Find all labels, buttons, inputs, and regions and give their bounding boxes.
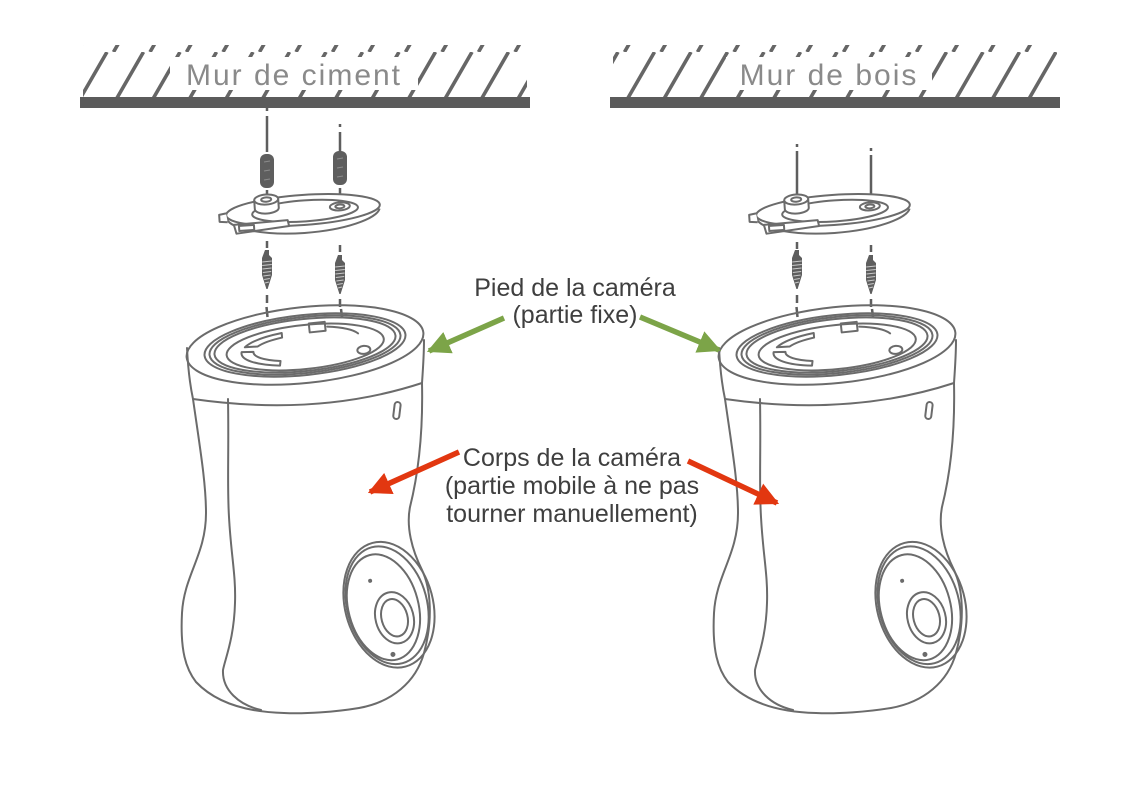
body-annotation-line2: (partie mobile à ne pas	[445, 472, 699, 500]
wall-anchor-plug	[259, 153, 275, 189]
camera-illustration-right	[712, 293, 982, 715]
mounting-screw	[865, 254, 877, 295]
cement-wall-bar	[80, 97, 530, 108]
body-annotation-line3: tourner manuellement)	[446, 500, 698, 528]
wood-wall-label-box	[726, 57, 932, 90]
base-annotation-line1: Pied de la caméra	[474, 274, 676, 302]
mounting-screw	[791, 249, 803, 290]
body-annotation-line1: Corps de la caméra	[463, 444, 681, 472]
cement-wall-label: Mur de ciment	[186, 59, 402, 92]
cement-wall-panel: Mur de ciment	[80, 45, 530, 715]
body-arrow-left	[367, 449, 461, 495]
annotation-camera-base: Pied de la caméra (partie fixe)	[426, 274, 722, 354]
cement-wall-label-box	[170, 57, 418, 90]
wood-wall-panel: Mur de bois	[610, 45, 1060, 715]
base-arrow-right	[638, 314, 722, 353]
wood-alignment-dashes	[795, 144, 875, 318]
wood-wall-bar	[610, 97, 1060, 108]
mounting-screw	[261, 249, 273, 290]
camera-illustration-left	[180, 293, 450, 715]
camera-mounting-plate	[746, 185, 913, 240]
wood-wall-label: Mur de bois	[740, 59, 919, 92]
base-arrow-left	[426, 315, 506, 354]
base-annotation-line2: (partie fixe)	[512, 301, 637, 329]
annotation-camera-body: Corps de la caméra (partie mobile à ne p…	[367, 444, 780, 528]
camera-mounting-plate	[216, 185, 383, 240]
body-arrow-right	[686, 458, 780, 506]
mounting-screw	[334, 254, 346, 295]
wall-anchor-plug	[332, 150, 348, 186]
